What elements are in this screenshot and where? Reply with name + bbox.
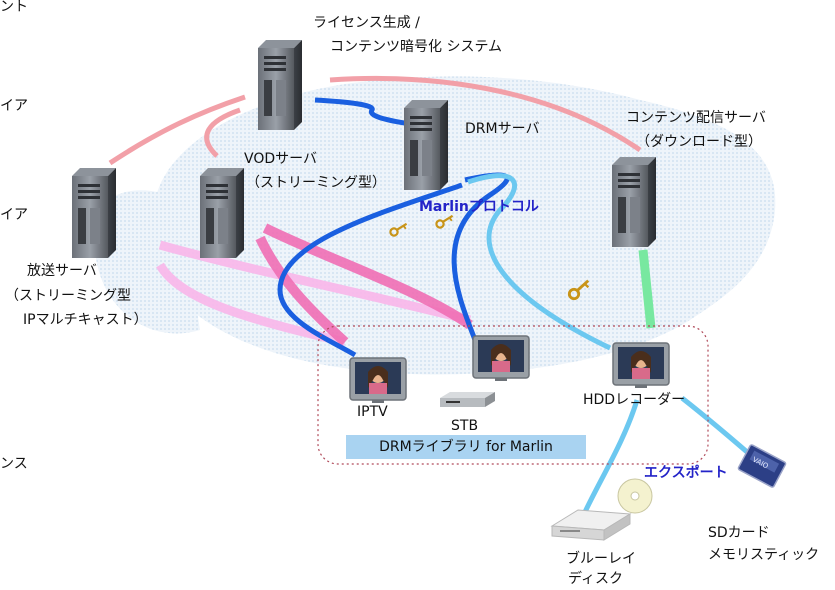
iptv-label: IPTV (357, 404, 388, 420)
stb-label: STB (451, 418, 479, 434)
link-license-to-drm (314, 97, 411, 127)
drm-server-icon (404, 100, 448, 190)
broadcast-server-label-1: 放送サーバ (27, 263, 97, 279)
link-broadcast-to-iptv (156, 262, 347, 347)
bluray-label-2: ディスク (568, 571, 624, 587)
edge-label-mid2: イア (0, 207, 28, 223)
link-vod-to-stb (262, 223, 473, 330)
broadcast-server-icon (72, 168, 116, 258)
edge-label-mid1: イア (0, 98, 28, 114)
hdd-recorder-tv-icon (612, 342, 670, 389)
client-devices-region (317, 325, 709, 465)
license-server-icon (258, 40, 302, 130)
link-license-to-content (329, 76, 642, 153)
sdcard-label-1: SDカード (708, 525, 770, 541)
content-server-label-1: コンテンツ配信サーバ (626, 110, 766, 126)
bluray-drive-icon (550, 509, 632, 541)
sdcard-label-2: メモリスティック (708, 547, 820, 563)
edge-label-bottom: ンス (0, 456, 28, 472)
sd-card-icon (737, 444, 787, 488)
link-content-to-hdd (638, 249, 656, 329)
export-label: エクスポート (644, 465, 728, 481)
bluray-label-1: ブルーレイ (566, 551, 636, 567)
content-server-label-2: （ダウンロード型） (636, 134, 762, 150)
license-server-label-1: ライセンス生成 / (313, 15, 420, 31)
link-license-to-vod (204, 107, 241, 158)
link-drm-to-hdd (467, 173, 612, 351)
iptv-tv-icon (349, 357, 407, 404)
link-broadcast-to-stb (158, 240, 472, 325)
link-license-to-broadcast (108, 94, 246, 166)
content-server-icon (612, 157, 656, 247)
drm-server-label: DRMサーバ (465, 121, 540, 137)
stb-tv-icon (472, 335, 530, 382)
stb-icon (440, 392, 495, 407)
license-server-label-2: コンテンツ暗号化 システム (330, 39, 503, 55)
marlin-protocol-label: Marlinプロトコル (419, 199, 539, 215)
link-hdd-to-bluray (582, 399, 640, 514)
vod-server-label-1: VODサーバ (244, 151, 317, 167)
hdd-recorder-label: HDDレコーダー (583, 392, 686, 408)
disc-icon (617, 478, 653, 514)
vod-server-label-2: （ストリーミング型） (246, 175, 386, 191)
link-drm-to-iptv (277, 182, 463, 358)
broadcast-server-label-3: IPマルチキャスト） (23, 312, 148, 328)
broadcast-server-label-2: （ストリーミング型 (5, 288, 131, 304)
vod-server-icon (200, 168, 244, 258)
edge-label-top: ント (0, 0, 28, 15)
link-vod-to-iptv (255, 235, 349, 346)
drm-library-label: DRMライブラリ for Marlin (346, 435, 586, 459)
